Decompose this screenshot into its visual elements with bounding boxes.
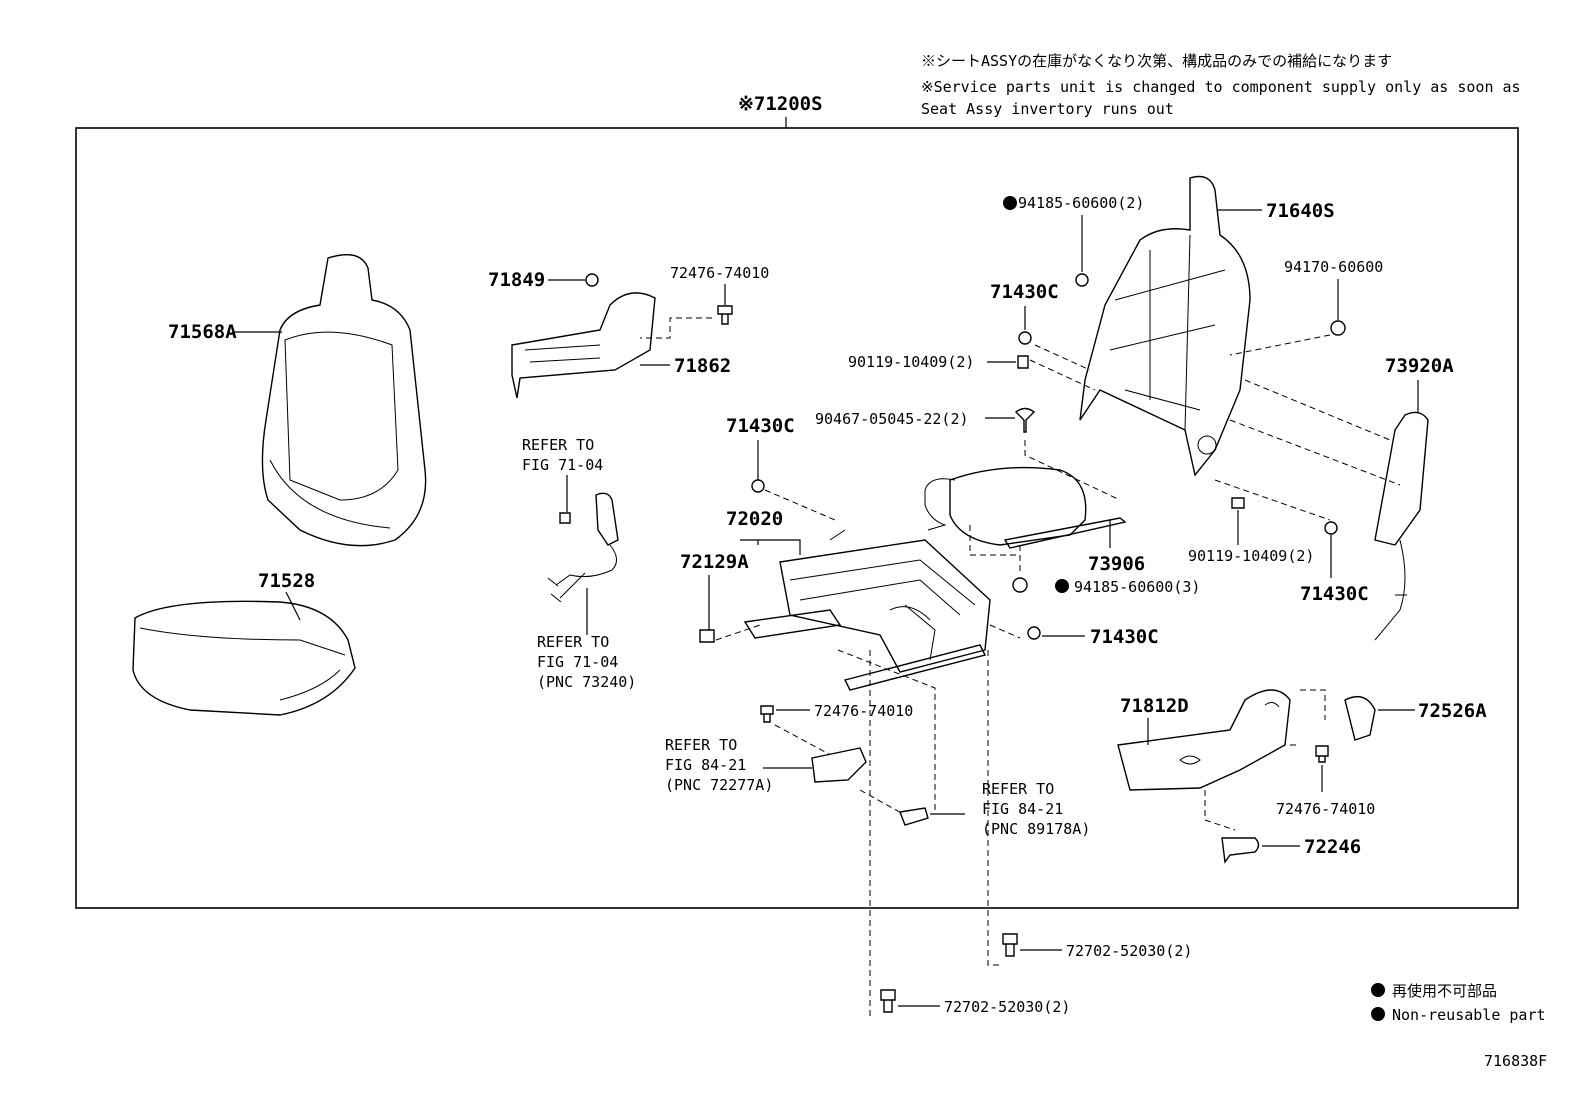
bracket-72129A-part <box>699 629 715 643</box>
dash-90119-low <box>1214 479 1331 521</box>
bolt-72702-left-part <box>880 989 896 1013</box>
sensor-89178A-part <box>899 807 929 826</box>
refer-right-line2: FIG 84-21 <box>982 800 1063 818</box>
clip-90467-part <box>1014 407 1036 433</box>
label-71430C-right: 71430C <box>1300 583 1369 605</box>
refer-low-line1: REFER TO <box>665 736 737 754</box>
label-73906: 73906 <box>1088 553 1145 575</box>
label-94185-mid: 94185-60600(3) <box>1074 578 1200 596</box>
dash-71430C-mid <box>764 489 836 521</box>
clip-71430C-right-part <box>1324 521 1338 535</box>
nut-94185-top-part <box>1075 273 1089 287</box>
dash-72476-top <box>640 317 712 339</box>
nut-94170-part <box>1330 320 1346 336</box>
legend-en: Non-reusable part <box>1392 1006 1546 1024</box>
clip-71430C-mid-part <box>751 479 765 493</box>
note-jp: ※シートASSYの在庫がなくなり次第、構成品のみでの補給になります <box>921 52 1392 70</box>
screw-72476-top-part <box>717 305 733 325</box>
lever-72246-part <box>1221 837 1260 864</box>
refer-top-line2: FIG 71-04 <box>522 456 603 474</box>
refer-mid-line3: (PNC 73240) <box>537 673 636 691</box>
dash-90119-top <box>1029 344 1096 391</box>
label-71430C-mid: 71430C <box>726 415 795 437</box>
label-73920A: 73920A <box>1385 355 1454 377</box>
screw-72476-right-part <box>1315 745 1329 763</box>
seat-adjuster-frame-part <box>743 529 991 691</box>
label-72476-74010-top: 72476-74010 <box>670 264 769 282</box>
label-71862: 71862 <box>674 355 731 377</box>
note-en-line1: ※Service parts unit is changed to compon… <box>921 78 1521 96</box>
note-en-line2: Seat Assy invertory runs out <box>921 100 1174 118</box>
refer-right-line3: (PNC 89178A) <box>982 820 1090 838</box>
seatback-frame-part <box>1079 175 1251 477</box>
label-72476-74010-right: 72476-74010 <box>1276 800 1375 818</box>
refer-low-line3: (PNC 72277A) <box>665 776 773 794</box>
dash-drop-right <box>987 650 1000 966</box>
label-71849: 71849 <box>488 269 545 291</box>
label-71568A: 71568A <box>168 321 237 343</box>
nonreusable-dot-94185-mid <box>1055 579 1069 593</box>
sensor-mat-part <box>924 466 1127 549</box>
dash-94170 <box>1229 334 1331 356</box>
refer-top-line1: REFER TO <box>522 436 594 454</box>
recliner-cover-part <box>1117 689 1291 791</box>
label-71430C-top: 71430C <box>990 281 1059 303</box>
knob-72526A-part <box>1344 696 1376 741</box>
label-90467: 90467-05045-22(2) <box>815 410 969 428</box>
refer-right-line1: REFER TO <box>982 780 1054 798</box>
label-71430C-low: 71430C <box>1090 626 1159 648</box>
refer-low-line2: FIG 84-21 <box>665 756 746 774</box>
dash-recliner <box>1204 689 1326 831</box>
bolt-72702-right-part <box>1002 933 1018 957</box>
label-71812D: 71812D <box>1120 695 1189 717</box>
assembly-label: ※71200S <box>738 93 823 115</box>
seatback-cover-part <box>261 254 427 547</box>
legend-dot-en <box>1371 1007 1385 1021</box>
label-94185-top: 94185-60600(2) <box>1018 194 1144 212</box>
label-71528: 71528 <box>258 570 315 592</box>
nonreusable-dot-94185-top <box>1003 196 1017 210</box>
clip-71430C-top-part <box>1018 331 1032 345</box>
dash-90467 <box>1024 440 1121 501</box>
bolt-90119-top-part <box>1017 355 1029 369</box>
seat-belt-buckle-part <box>547 492 619 603</box>
label-72526A: 72526A <box>1418 700 1487 722</box>
figure-id: 716838F <box>1484 1052 1547 1070</box>
cap-71849-part <box>585 273 599 287</box>
nut-94185-mid-part <box>1012 577 1028 593</box>
seat-cushion-cover-part <box>132 600 356 716</box>
legend-dot-jp <box>1371 983 1385 997</box>
leader-71528 <box>285 591 301 621</box>
label-72476-74010-mid: 72476-74010 <box>814 702 913 720</box>
label-72020: 72020 <box>726 508 783 530</box>
label-72129A: 72129A <box>680 551 749 573</box>
screw-72476-mid-part <box>760 705 774 723</box>
leader-72020 <box>740 539 801 555</box>
clip-71430C-low-part <box>1027 626 1041 640</box>
bolt-90119-low-part <box>1231 497 1245 509</box>
refer-mid-line1: REFER TO <box>537 633 609 651</box>
assembly-frame <box>75 127 1519 909</box>
label-72246: 72246 <box>1304 836 1361 858</box>
cover-71862-part <box>511 292 656 399</box>
refer-mid-line2: FIG 71-04 <box>537 653 618 671</box>
switch-72277A-part <box>811 747 867 783</box>
dash-73906 <box>969 525 1021 575</box>
label-71640S: 71640S <box>1266 200 1335 222</box>
dash-73920A <box>1229 379 1401 486</box>
label-72702-right: 72702-52030(2) <box>1066 942 1192 960</box>
side-airbag-part <box>1374 411 1429 641</box>
label-72702-left: 72702-52030(2) <box>944 998 1070 1016</box>
label-90119-low: 90119-10409(2) <box>1188 547 1314 565</box>
legend-jp: 再使用不可部品 <box>1392 982 1497 1000</box>
label-94170: 94170-60600 <box>1284 258 1383 276</box>
label-90119-top: 90119-10409(2) <box>848 353 974 371</box>
